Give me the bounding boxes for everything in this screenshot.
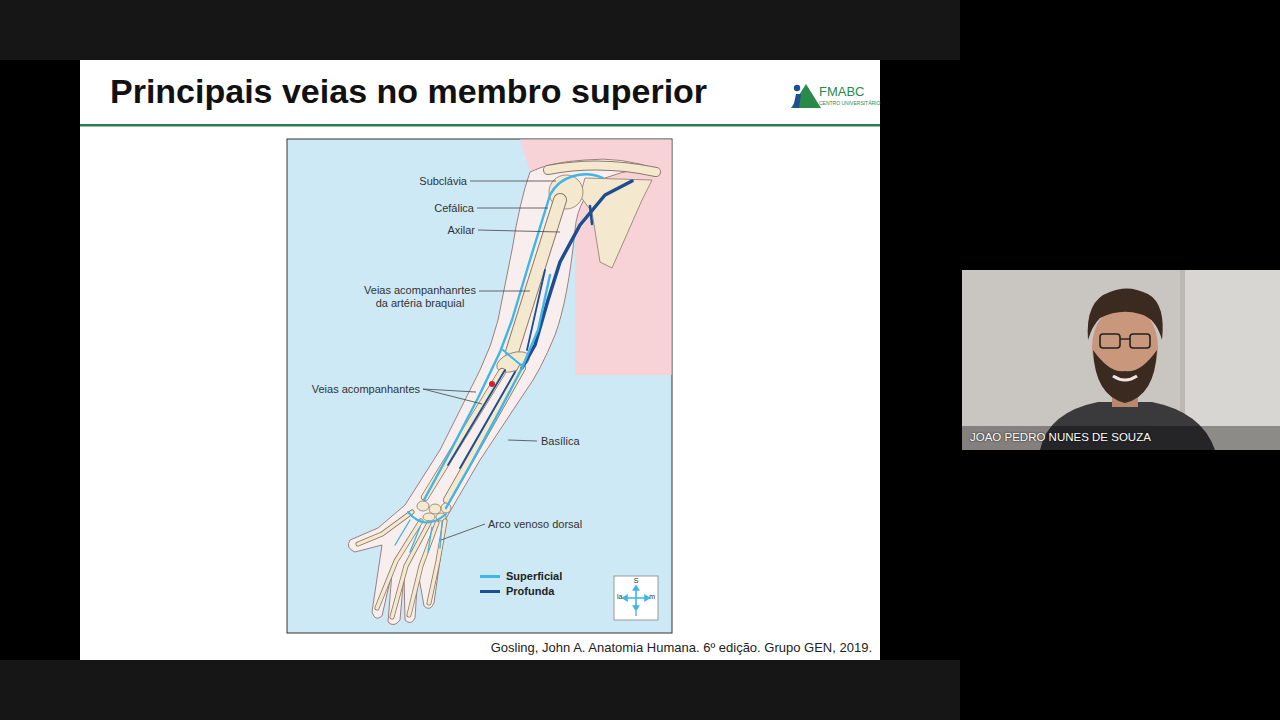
part-label: Basílica <box>541 435 580 448</box>
leader-line <box>423 389 482 404</box>
leader-line <box>423 389 476 392</box>
screen-background <box>0 0 960 60</box>
deep-veins <box>590 206 592 224</box>
part-label: Veias acompanhanrtes da artéria braquial <box>361 284 479 310</box>
logo-text: FMABC <box>819 84 865 100</box>
bones <box>512 200 560 352</box>
participant-name: JOAO PEDRO NUNES DE SOUZA <box>970 431 1151 444</box>
direction-letter: m <box>649 593 655 601</box>
superficial-veins <box>395 174 603 552</box>
superficial-veins <box>395 520 442 552</box>
webcam-image <box>1093 350 1157 403</box>
leader-line <box>470 181 556 182</box>
webcam-image <box>1088 288 1163 340</box>
leader-line <box>478 230 560 232</box>
figure-caption: Gosling, John A. Anatomia Humana. 6º edi… <box>491 640 872 655</box>
bones <box>358 512 412 544</box>
deep-veins <box>522 181 632 368</box>
superficial-veins <box>408 512 446 523</box>
bones <box>417 501 429 511</box>
part-label: Subclávia <box>419 175 467 188</box>
compass-box: Sla mI <box>614 576 658 620</box>
part-label: Axilar <box>447 224 475 237</box>
webcam-image <box>962 270 1280 450</box>
figure-frame <box>287 139 672 633</box>
compass-rose <box>623 586 649 610</box>
compass-rose <box>625 588 647 608</box>
compass-rose <box>634 586 639 590</box>
bones <box>548 165 656 172</box>
bones <box>409 523 437 615</box>
legend-text: Superficial <box>506 570 562 583</box>
webcam-image <box>962 426 1280 450</box>
leader-line <box>441 524 485 540</box>
bones <box>548 165 656 172</box>
leader-line <box>479 291 530 292</box>
logo-icon <box>794 85 800 91</box>
compass-rose <box>645 596 649 601</box>
marker-dot <box>489 381 495 387</box>
compass-rose <box>614 576 658 620</box>
direction-letter: la <box>617 593 622 601</box>
part-label: Cefálica <box>434 202 474 215</box>
part-label: Arco venoso dorsal <box>488 518 582 531</box>
logo-icon <box>793 94 801 108</box>
bones <box>580 178 652 268</box>
logo-icon <box>791 84 821 108</box>
webcam-image <box>1120 338 1130 339</box>
superficial-veins <box>503 350 522 366</box>
bones <box>423 513 435 521</box>
direction-letter: I <box>635 610 637 618</box>
webcam-image <box>962 270 1280 450</box>
legend-swatch <box>480 590 500 593</box>
webcam-image <box>1100 334 1120 348</box>
webcam-image <box>1185 270 1280 450</box>
slide <box>80 60 880 660</box>
compass-rose <box>634 606 639 610</box>
slide-title: Principais veias no membro superior <box>110 70 707 112</box>
slide <box>80 60 880 660</box>
leader-line <box>423 181 560 540</box>
compass-rose <box>614 576 658 620</box>
bones <box>358 512 445 617</box>
logo-subtext: CENTRO UNIVERSITÁRIO <box>819 100 880 106</box>
compass-rose <box>623 596 627 601</box>
screen-background <box>0 660 960 720</box>
webcam-tile: JOAO PEDRO NUNES DE SOUZA <box>962 270 1280 450</box>
bones <box>429 504 441 514</box>
bones <box>358 512 412 544</box>
superficial-veins <box>424 174 603 500</box>
figure-frame <box>287 139 672 633</box>
leader-line <box>508 440 537 441</box>
bones <box>512 200 560 352</box>
deep-veins <box>460 372 515 468</box>
leader-line <box>477 208 548 209</box>
part-label: Veias acompanhantes <box>312 383 420 396</box>
webcam-image <box>1130 334 1150 348</box>
direction-letter: S <box>634 577 639 585</box>
bones <box>358 512 445 617</box>
slide <box>80 124 880 127</box>
legend-swatch <box>480 575 500 578</box>
marker-dot <box>489 381 495 387</box>
legend-text: Profunda <box>506 585 554 598</box>
webcam-image <box>1113 376 1137 380</box>
logo-icon <box>791 84 821 108</box>
